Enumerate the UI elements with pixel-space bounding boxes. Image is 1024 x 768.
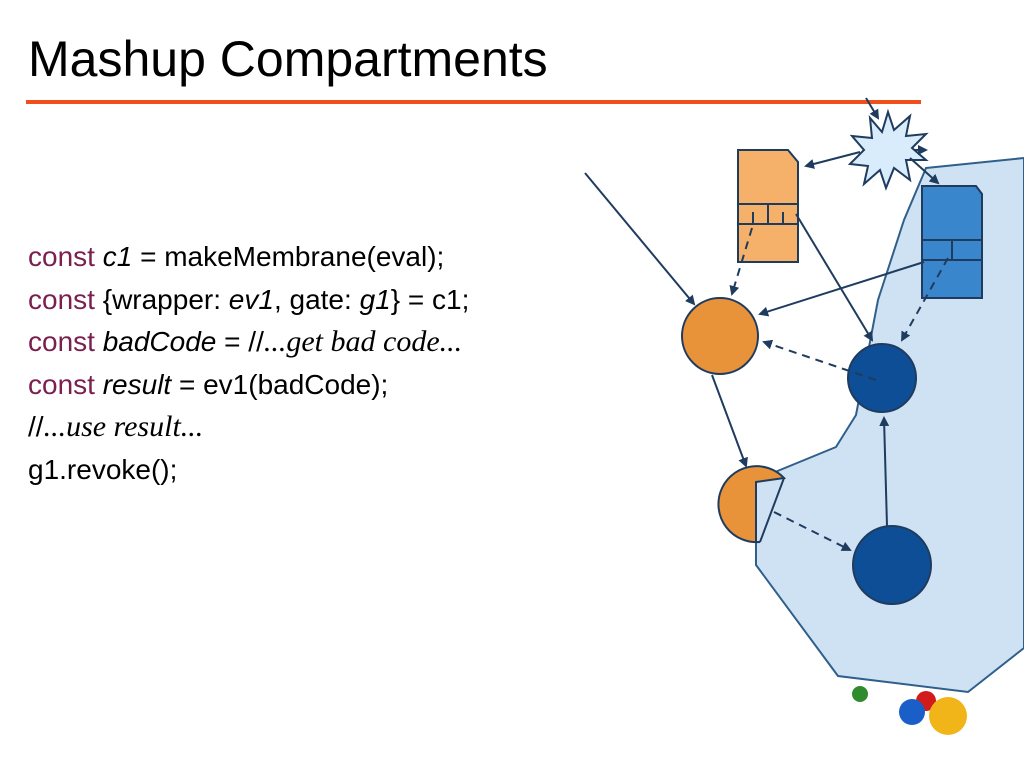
identifier-ev1: ev1	[228, 283, 274, 315]
code-text: } = c1;	[390, 283, 470, 315]
keyword-const: const	[28, 368, 95, 400]
keyword-const: const	[28, 326, 95, 357]
google-balls-logo	[852, 686, 967, 735]
code-line-3: const badCode = //...get bad code...	[28, 321, 469, 364]
slide-title: Mashup Compartments	[28, 31, 548, 87]
code-line-4: const result = ev1(badCode);	[28, 364, 469, 407]
keyword-const: const	[28, 283, 95, 315]
code-text: {wrapper:	[94, 283, 229, 315]
code-comment: ...get bad code...	[263, 325, 463, 358]
solid-arrows	[584, 97, 940, 527]
code-line-1: const c1 = makeMembrane(eval);	[28, 236, 469, 279]
comment-slashes: //	[248, 326, 264, 357]
dashed-arrows	[729, 227, 949, 551]
title-underline	[26, 100, 921, 104]
code-text: , gate:	[273, 283, 360, 315]
comment-slashes: //	[28, 411, 44, 442]
code-text: = makeMembrane(eval);	[132, 241, 445, 272]
revoke-starburst-icon	[847, 108, 929, 191]
orange-membrane-icon	[737, 149, 799, 263]
code-text: = ev1(badCode);	[171, 368, 389, 400]
orange-object-top	[681, 297, 759, 375]
keyword-const: const	[28, 241, 95, 272]
code-text: =	[216, 326, 249, 357]
identifier-g1: g1	[359, 283, 391, 315]
code-comment: ...use result...	[43, 410, 204, 443]
blue-object-bottom	[852, 525, 932, 605]
code-line-2: const {wrapper: ev1, gate: g1} = c1;	[28, 279, 469, 322]
orange-object-bottom	[717, 465, 787, 544]
identifier-badcode: badCode	[102, 326, 217, 357]
identifier-result: result	[102, 368, 172, 400]
code-line-5: //...use result...	[28, 406, 469, 449]
identifier-c1: c1	[102, 241, 133, 272]
blue-object-top	[847, 343, 917, 413]
code-block: const c1 = makeMembrane(eval); const {wr…	[28, 236, 469, 491]
code-line-6: g1.revoke();	[28, 453, 178, 485]
blue-membrane-icon	[921, 185, 983, 299]
